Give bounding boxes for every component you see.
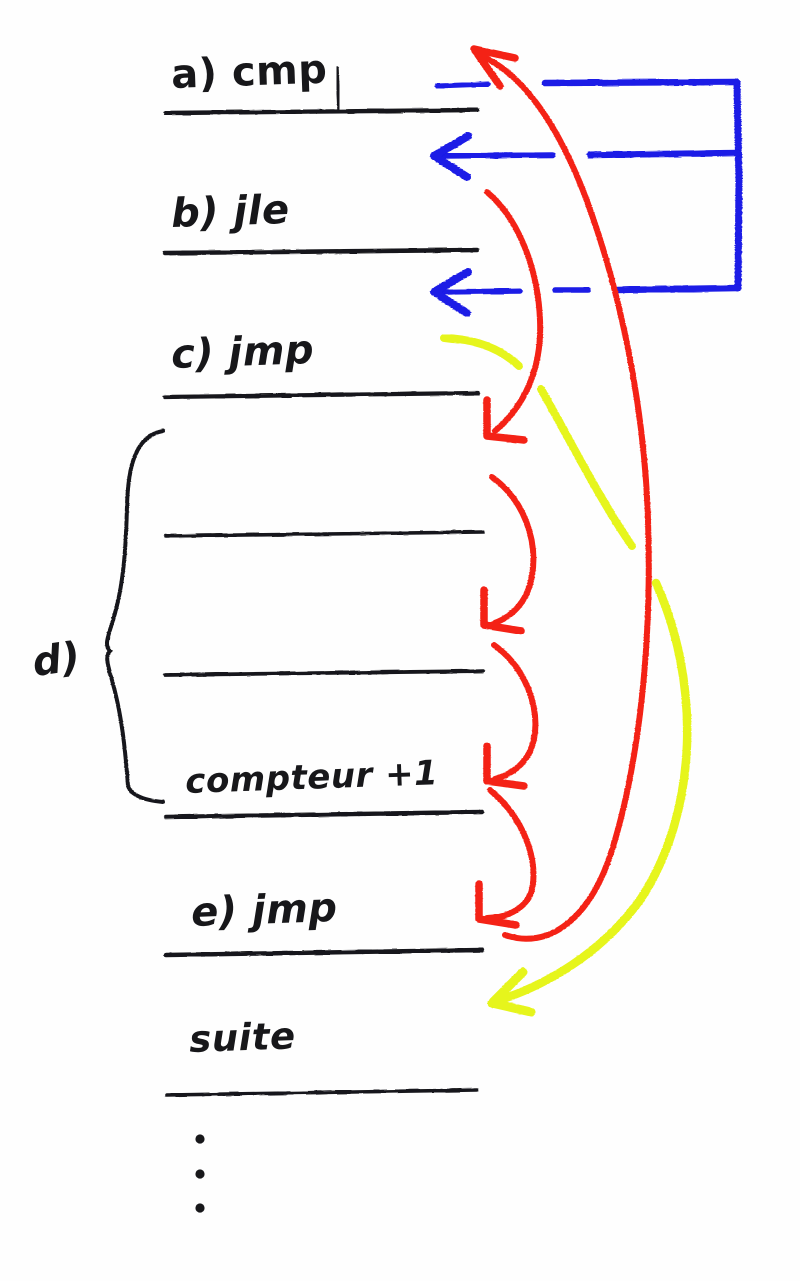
red-arrowhead-mid1 [480,586,525,635]
red-jump-arrows [470,45,652,942]
red-arc-jle [484,189,544,434]
red-arrowhead-jle [483,396,528,444]
blue-arrowhead-3 [430,268,472,317]
red-arc-mid2 [491,642,539,782]
red-arrowhead-long [470,45,519,90]
rule-6 [163,809,485,820]
blue-branch-3 [613,284,742,294]
rule-7 [163,947,485,958]
ellipsis-dot-2 [195,1169,205,1179]
red-arrowhead-mid2 [483,742,528,790]
blue-branch-2-tail [440,152,556,159]
rule-2 [162,247,480,256]
blue-branch-2 [586,149,742,159]
red-arc-to-e [484,787,537,921]
blue-spine [733,79,743,292]
red-arrowhead-to-e [475,880,520,929]
blue-branch-1-tail [434,81,491,89]
instruction-rules [162,107,485,1097]
label-e: e) jmp [190,884,339,936]
yellow-jump-arrows [440,334,692,1017]
red-arc-mid1 [489,474,537,627]
ellipsis-dot-1 [195,1134,205,1144]
blue-return-bus [430,78,743,317]
label-a: a) cmp [170,46,329,98]
red-arc-long [479,53,652,942]
label-d: d) [29,633,84,686]
blue-branch-3-tail [440,288,523,295]
rule-3 [162,390,481,400]
rule-1 [163,107,480,116]
label-suite: suite [188,1014,297,1061]
blue-branch-1 [541,78,741,87]
yellow-arc-end [495,578,692,1005]
yellow-arc-start [440,334,523,370]
yellow-arrowhead [487,967,536,1017]
cmp-stem [335,66,341,113]
label-c: c) jmp [170,327,315,378]
rule-4 [164,530,485,538]
label-b: b) jle [170,186,291,237]
rule-8 [165,1088,479,1097]
yellow-arc-mid [537,385,636,550]
rule-5 [163,669,485,677]
vertical-ellipsis [195,1134,205,1213]
blue-arrowhead-2 [430,132,472,181]
group-brace [105,429,165,804]
ellipsis-dot-3 [195,1203,205,1213]
